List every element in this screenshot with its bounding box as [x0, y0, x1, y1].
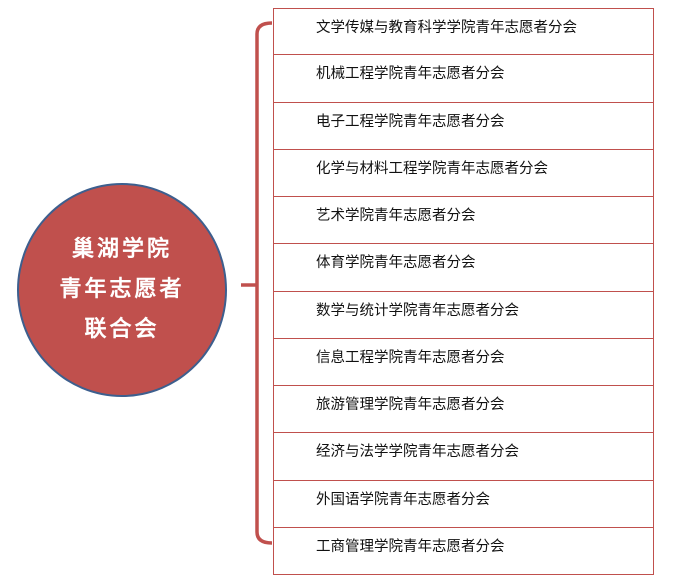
- branch-label: 电子工程学院青年志愿者分会: [316, 113, 505, 130]
- branch-node: 旅游管理学院青年志愿者分会: [273, 386, 654, 434]
- root-label-line-1: 巢湖学院: [71, 237, 172, 262]
- branch-node: 数学与统计学院青年志愿者分会: [273, 291, 654, 339]
- branch-label: 工商管理学院青年志愿者分会: [316, 538, 505, 555]
- branch-node: 机械工程学院青年志愿者分会: [273, 55, 654, 103]
- branch-label: 体育学院青年志愿者分会: [316, 255, 476, 272]
- branch-node: 经济与法学学院青年志愿者分会: [273, 433, 654, 481]
- branch-label: 机械工程学院青年志愿者分会: [316, 66, 505, 83]
- branch-node: 信息工程学院青年志愿者分会: [273, 338, 654, 386]
- branch-label: 艺术学院青年志愿者分会: [316, 208, 476, 224]
- branch-label: 旅游管理学院青年志愿者分会: [316, 397, 505, 413]
- branch-label: 化学与材料工程学院青年志愿者分会: [316, 160, 548, 177]
- branch-label: 外国语学院青年志愿者分会: [316, 491, 490, 508]
- branch-node: 工商管理学院青年志愿者分会: [273, 527, 654, 575]
- branch-node: 化学与材料工程学院青年志愿者分会: [273, 149, 654, 197]
- connector-bracket: [241, 21, 273, 545]
- branch-node: 外国语学院青年志愿者分会: [273, 480, 654, 528]
- root-label-line-2: 青年志愿者: [59, 277, 185, 302]
- branch-node: 文学传媒与教育科学学院青年志愿者分会: [273, 8, 654, 56]
- root-label-line-3: 联合会: [84, 317, 160, 342]
- branch-node: 电子工程学院青年志愿者分会: [273, 102, 654, 150]
- branch-label: 信息工程学院青年志愿者分会: [316, 349, 505, 366]
- root-node-circle: 巢湖学院 青年志愿者 联合会: [17, 183, 227, 397]
- branch-node: 体育学院青年志愿者分会: [273, 244, 654, 292]
- branch-node: 艺术学院青年志愿者分会: [273, 197, 654, 245]
- branch-list: 文学传媒与教育科学学院青年志愿者分会 机械工程学院青年志愿者分会 电子工程学院青…: [273, 8, 654, 575]
- branch-label: 数学与统计学院青年志愿者分会: [316, 302, 519, 319]
- branch-label: 经济与法学学院青年志愿者分会: [316, 444, 519, 461]
- branch-label: 文学传媒与教育科学学院青年志愿者分会: [316, 20, 577, 36]
